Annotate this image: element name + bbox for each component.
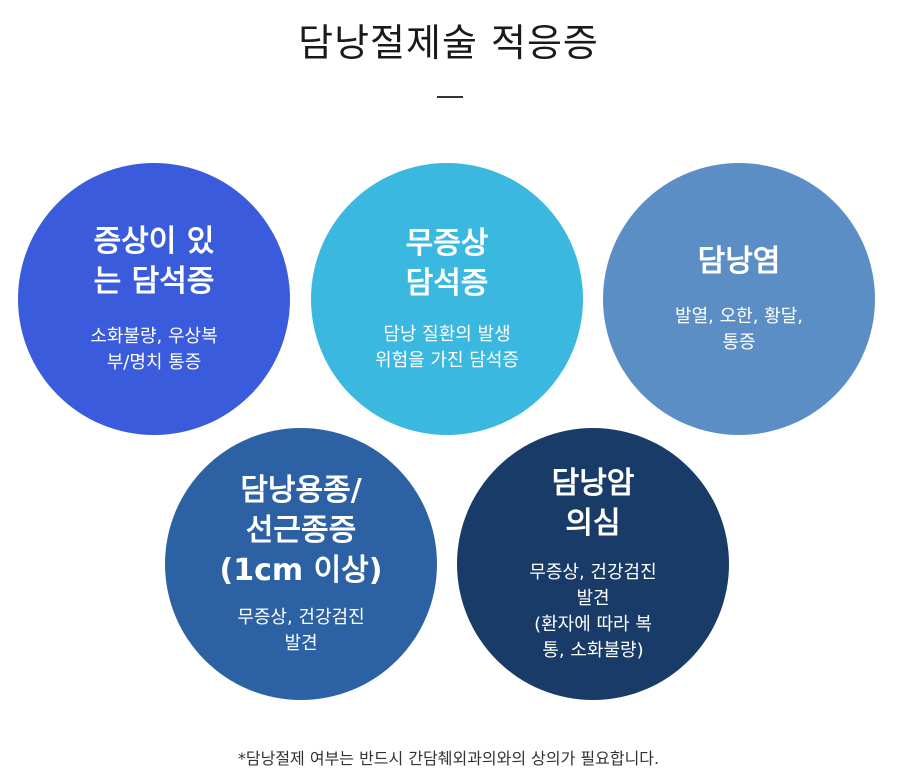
indication-description: 담낭 질환의 발생 위험을 가진 담석증 <box>375 324 519 371</box>
indication-heading: 담낭용종/ 선근종증 (1cm 이상) <box>219 473 383 588</box>
indication-suspected-gallbladder-cancer: 담낭암 의심 무증상, 건강검진 발견 (환자에 따라 복 통, 소화불량) <box>457 428 729 700</box>
footnote: *담낭절제 여부는 반드시 간담췌외과의와의 상의가 필요합니다. <box>237 749 660 768</box>
indication-heading: 무증상 담석증 <box>405 226 489 301</box>
indication-heading: 담낭염 <box>697 244 781 279</box>
indication-heading: 담낭암 의심 <box>551 466 635 541</box>
indication-cholecystitis: 담낭염 발열, 오한, 황달, 통증 <box>603 163 875 435</box>
page-title: 담낭절제술 적응증 <box>298 21 599 65</box>
indication-description: 소화불량, 우상복 부/명치 통증 <box>90 326 218 373</box>
indication-description: 무증상, 건강검진 발견 <box>237 607 365 654</box>
indication-heading: 증상이 있 는 담석증 <box>93 224 215 299</box>
indication-asymptomatic-gallstones: 무증상 담석증 담낭 질환의 발생 위험을 가진 담석증 <box>311 163 583 435</box>
indication-description: 발열, 오한, 황달, 통증 <box>675 306 803 353</box>
indication-symptomatic-gallstones: 증상이 있 는 담석증 소화불량, 우상복 부/명치 통증 <box>18 163 290 435</box>
title-divider <box>437 96 463 98</box>
indication-gallbladder-polyp: 담낭용종/ 선근종증 (1cm 이상) 무증상, 건강검진 발견 <box>165 428 437 700</box>
indication-description: 무증상, 건강검진 발견 (환자에 따라 복 통, 소화불량) <box>529 562 657 661</box>
